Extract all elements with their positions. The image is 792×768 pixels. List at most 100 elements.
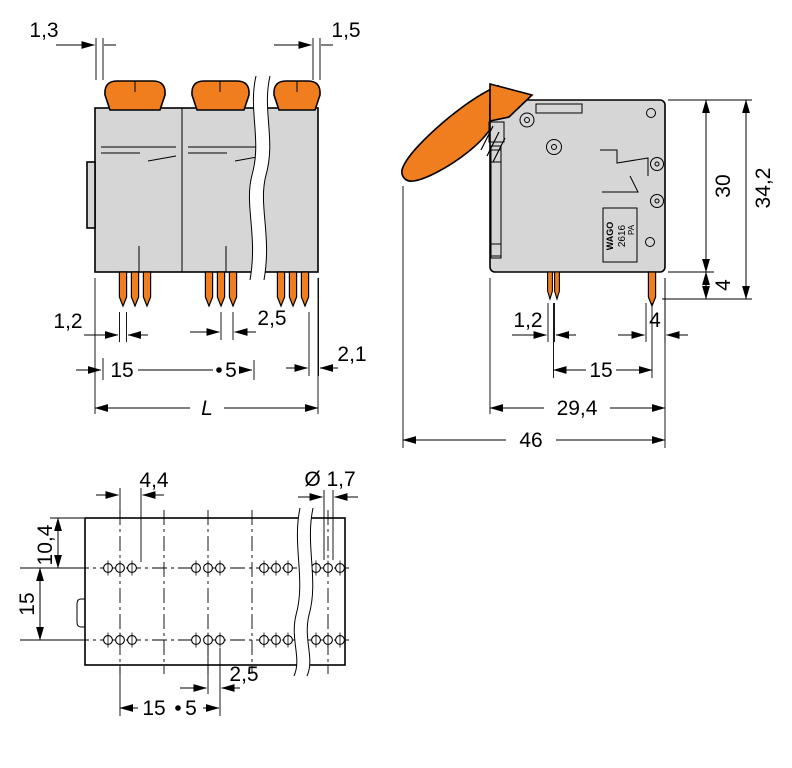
drill-hole xyxy=(259,631,269,649)
drill-hole xyxy=(103,631,113,649)
dim-label: 5 xyxy=(185,697,197,720)
front-levers xyxy=(104,80,321,111)
dim-label: 15 xyxy=(589,359,612,382)
side-body xyxy=(489,99,666,273)
drill-hole xyxy=(335,559,345,577)
drill-hole xyxy=(191,559,201,577)
reference-dot xyxy=(216,367,222,373)
front-body-detail-lines xyxy=(101,108,264,272)
drill-hole xyxy=(203,559,213,577)
dim-label: 46 xyxy=(519,429,542,452)
front-view: 1,3 1,5 1,2 2,5 2,1 15 xyxy=(29,19,366,420)
lever-slits xyxy=(134,81,298,92)
dim-bottom-hole-pitch: 2,5 xyxy=(180,648,259,694)
dim-front-lever-edge: 1,5 xyxy=(274,19,361,80)
dim-label: 10,4 xyxy=(34,524,57,565)
dim-label: 1,2 xyxy=(513,309,542,332)
dim-front-total-length: L xyxy=(94,278,319,420)
dim-front-pin-width: 1,2 xyxy=(53,310,148,342)
side-clamp-mechanism xyxy=(600,149,649,193)
solder-pin xyxy=(288,271,298,307)
solder-pin xyxy=(647,271,657,307)
dim-label: 1,2 xyxy=(53,310,82,333)
dim-label: 15 xyxy=(110,359,133,382)
solder-pin xyxy=(547,271,553,300)
drill-hole xyxy=(115,631,125,649)
drill-hole xyxy=(103,559,113,577)
drill-hole xyxy=(259,559,269,577)
dim-side-total-depth: 46 xyxy=(402,186,666,452)
marking-plate xyxy=(602,207,638,263)
solder-pin xyxy=(554,271,560,300)
dim-label: 15 xyxy=(142,697,165,720)
bottom-view: 4,4 Ø 1,7 10,4 15 2,5 15 xyxy=(16,468,358,720)
solder-pin xyxy=(204,271,214,307)
dim-label: 34,2 xyxy=(752,168,775,209)
dim-bottom-row-offset: 10,4 xyxy=(20,517,84,569)
drill-hole xyxy=(115,559,125,577)
drill-hole xyxy=(271,631,281,649)
drill-hole xyxy=(127,631,137,649)
drill-hole xyxy=(283,631,293,649)
solder-pin xyxy=(216,271,226,307)
dim-label: 30 xyxy=(712,174,735,197)
dim-label: 2,5 xyxy=(257,307,286,330)
drill-hole xyxy=(323,631,333,649)
dim-label: Ø 1,7 xyxy=(304,468,355,491)
drill-hole xyxy=(271,559,281,577)
dim-front-pole-pitch: 15 5 xyxy=(76,358,255,382)
brand-marking: WAGO xyxy=(605,222,615,251)
dim-label: 2,5 xyxy=(229,663,258,686)
solder-pin xyxy=(118,271,128,307)
dim-label: 5 xyxy=(225,359,237,382)
dim-front-pin-pitch: 2,5 xyxy=(190,307,287,340)
footprint-tab xyxy=(76,598,85,628)
solder-pin xyxy=(130,271,140,307)
lever-2 xyxy=(191,80,250,111)
front-body xyxy=(86,107,319,273)
drill-hole xyxy=(335,631,345,649)
side-lever xyxy=(401,84,499,182)
dim-side-body-depth: 29,4 xyxy=(489,278,666,448)
drill-hole xyxy=(203,631,213,649)
dim-front-lever-offset: 1,3 xyxy=(29,19,116,80)
drill-hole xyxy=(215,559,225,577)
solder-pin xyxy=(228,271,238,307)
front-break-line xyxy=(248,75,271,281)
series-marking: 2616 xyxy=(617,224,628,247)
side-view: WAGO 2616 PA 30 4 34,2 1,2 xyxy=(401,82,775,452)
drill-hole xyxy=(215,631,225,649)
side-body-details: WAGO 2616 PA xyxy=(488,103,664,263)
footprint-outline xyxy=(84,517,346,666)
dim-label: 4 xyxy=(712,279,735,291)
drill-hole xyxy=(127,559,137,577)
lever-1 xyxy=(104,80,166,111)
side-lever-head xyxy=(489,82,534,122)
dim-side-pin-width: 1,2 xyxy=(512,303,576,342)
solder-pin xyxy=(142,271,152,307)
dim-bottom-hole-offset: 4,4 xyxy=(96,469,169,562)
front-side-tab xyxy=(86,161,96,229)
dim-side-pin-spacing: 15 xyxy=(553,303,653,382)
dim-front-edge-offset: 2,1 xyxy=(286,278,367,376)
material-marking: PA xyxy=(627,224,636,235)
drill-hole xyxy=(283,559,293,577)
dim-label: 1,3 xyxy=(29,19,58,42)
dim-side-heights: 30 4 34,2 xyxy=(662,99,775,300)
solder-pin xyxy=(300,271,310,307)
drill-hole xyxy=(191,631,201,649)
drill-hole xyxy=(323,559,333,577)
solder-pin xyxy=(276,271,286,307)
dim-label: 4,4 xyxy=(139,469,169,492)
bottom-break-line xyxy=(293,507,314,677)
drill-hole xyxy=(311,631,321,649)
dim-label: 29,4 xyxy=(557,397,598,420)
dim-bottom-row-pitch: 15 xyxy=(16,567,74,641)
dim-label: 1,5 xyxy=(331,19,360,42)
lever-3 xyxy=(273,80,321,111)
dim-bottom-pole-pitch: 15 5 xyxy=(119,668,221,720)
side-screw-holes xyxy=(519,108,664,247)
front-solder-pins xyxy=(118,271,310,307)
